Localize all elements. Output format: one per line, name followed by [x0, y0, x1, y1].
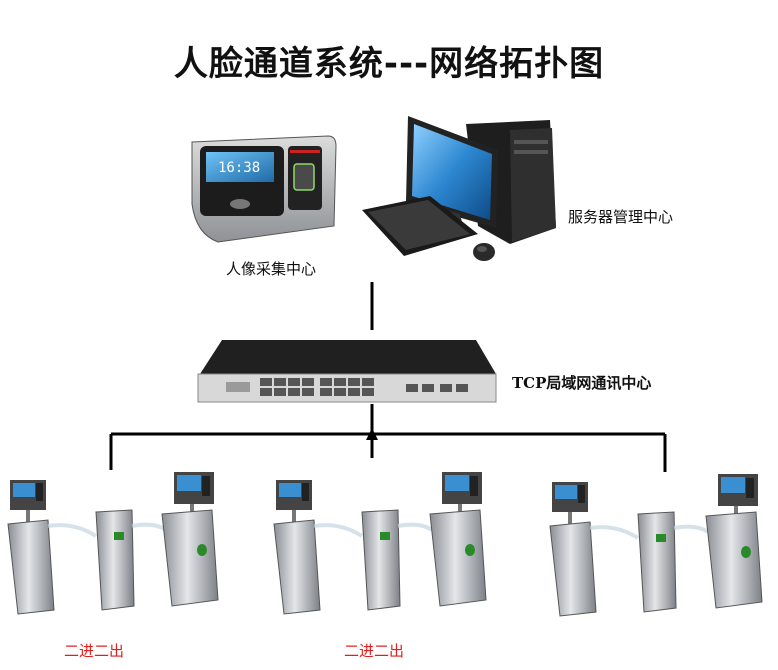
face-capture-terminal: 16:38	[188, 134, 338, 244]
gate-group-3	[546, 472, 768, 618]
network-switch-icon	[197, 340, 497, 403]
branch-arrow-head	[366, 428, 378, 440]
server-label: 服务器管理中心	[568, 208, 674, 226]
face-capture-label: 人像采集中心	[226, 260, 317, 278]
flap-barrier-gate-icon	[273, 472, 487, 615]
svg-text:16:38: 16:38	[218, 160, 260, 176]
gate-label-1: 二进二出	[64, 642, 125, 660]
gate-label-2: 二进二出	[344, 642, 405, 660]
gate-group-2	[270, 470, 492, 616]
network-switch	[196, 338, 500, 404]
switch-label: TCP局域网通讯中心	[512, 374, 652, 392]
server-desktop	[360, 110, 560, 268]
desktop-server-icon	[362, 116, 556, 261]
flap-barrier-gate-icon	[549, 474, 763, 617]
flap-barrier-gate-icon	[7, 472, 219, 615]
diagram-title: 人脸通道系统---网络拓扑图	[173, 44, 605, 84]
gate-group-1	[4, 470, 222, 616]
face-recognition-terminal-icon: 16:38	[191, 135, 337, 243]
